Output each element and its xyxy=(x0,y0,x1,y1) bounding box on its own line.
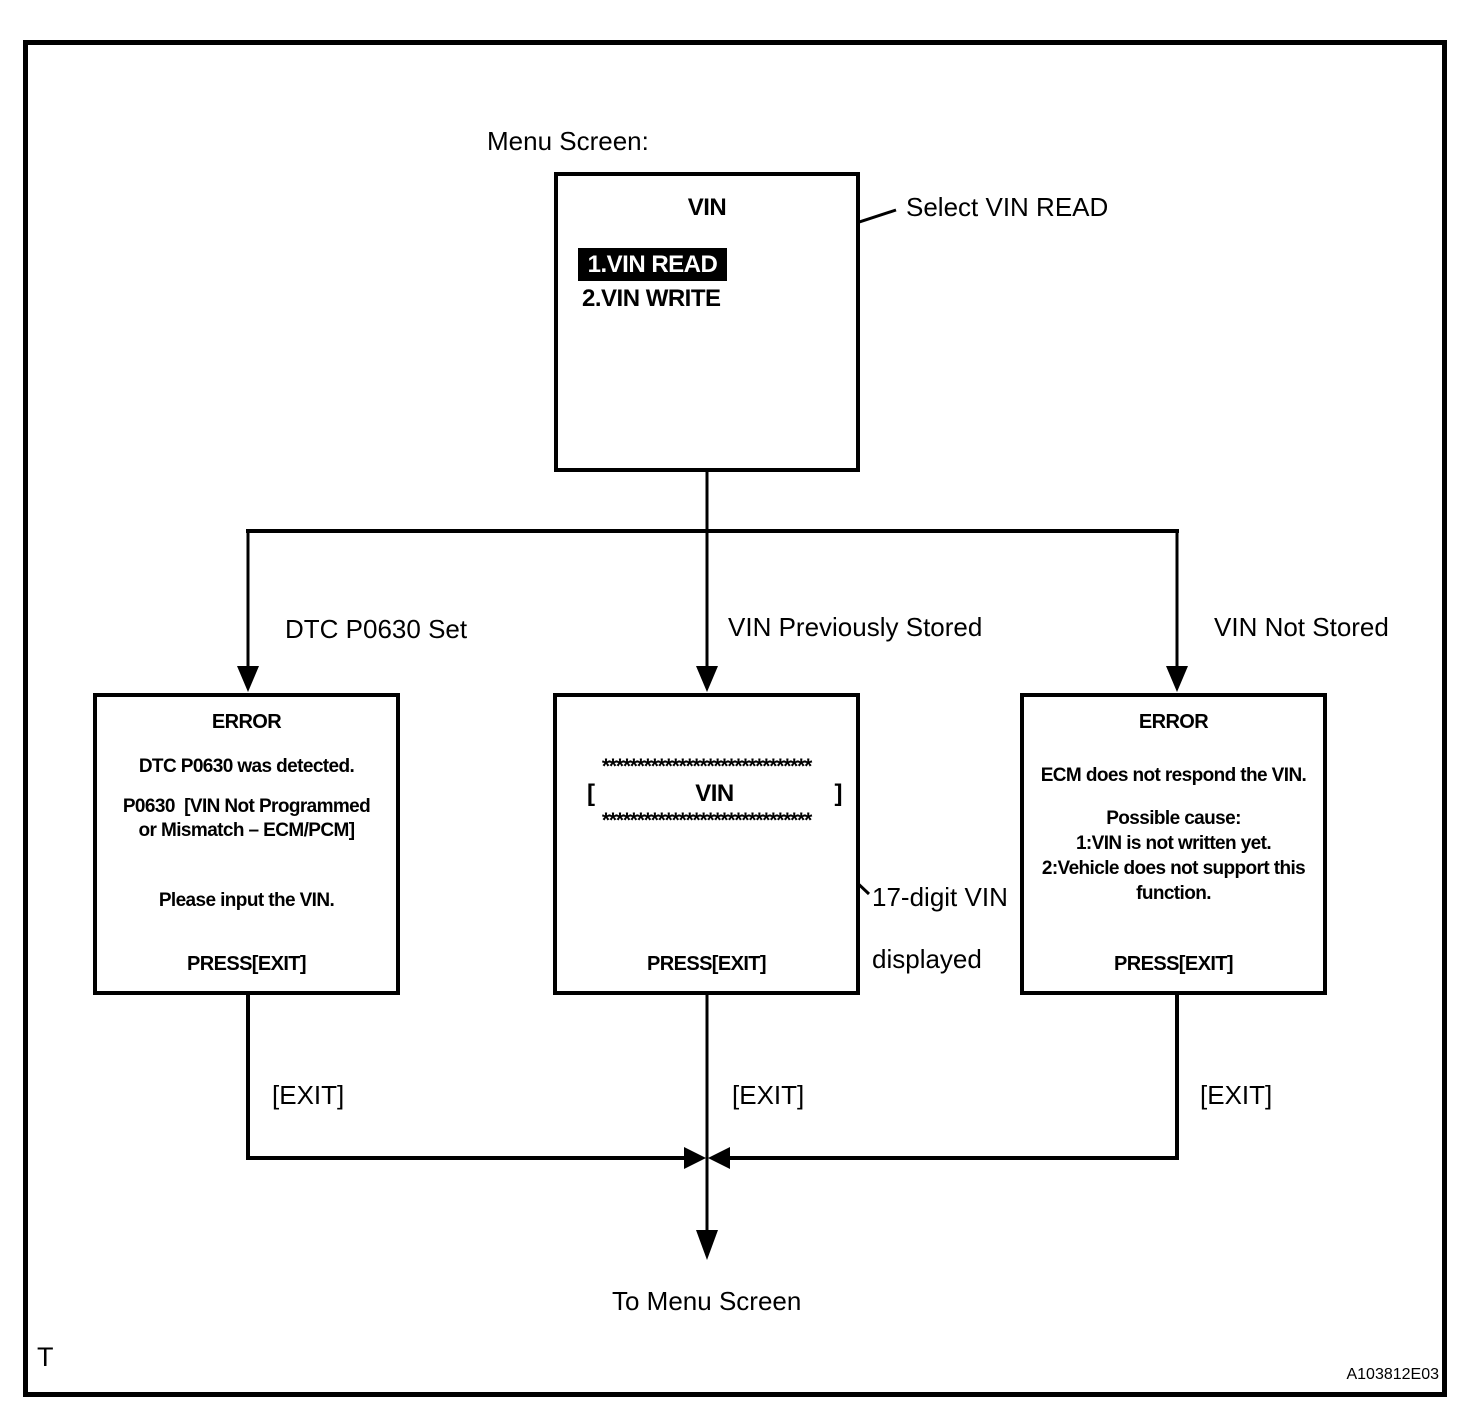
menu-screen-label: Menu Screen: xyxy=(487,126,649,156)
vin-display-screen: ****************************** [ VIN ] *… xyxy=(553,693,860,995)
exit-label-center: [EXIT] xyxy=(732,1080,805,1110)
menu-screen-box: VIN 1.VIN READ 2.VIN WRITE xyxy=(554,172,860,472)
branch-label-dtc-set: DTC P0630 Set xyxy=(285,614,468,644)
error-ecm-press-exit: PRESS[EXIT] xyxy=(1114,953,1234,975)
menu-item-vin-read: 1.VIN READ xyxy=(578,248,727,281)
error-ecm-line1: ECM does not respond the VIN. xyxy=(1040,765,1307,786)
vin-stars-top: ****************************** xyxy=(601,755,812,778)
vin-digits-note: 17-digit VIN displayed xyxy=(872,882,1008,975)
figure-code: A103812E03 xyxy=(1346,1366,1439,1383)
vin-press-exit: PRESS[EXIT] xyxy=(647,953,767,975)
exit-label-right: [EXIT] xyxy=(1200,1080,1273,1110)
error-dtc-screen: ERROR DTC P0630 was detected. P0630 [VIN… xyxy=(93,693,400,995)
error-dtc-title: ERROR xyxy=(211,711,282,733)
error-ecm-line4: 2:Vehicle does not support this xyxy=(1041,858,1306,879)
error-ecm-line2: Possible cause: xyxy=(1106,808,1241,829)
vin-bracket-row: [ VIN ] xyxy=(557,780,856,808)
vin-bracket-close: ] xyxy=(834,780,842,807)
corner-mark: T xyxy=(37,1342,54,1372)
vin-bracket-open: [ xyxy=(587,780,595,807)
vin-display-title: VIN xyxy=(695,780,734,807)
to-menu-screen-label: To Menu Screen xyxy=(612,1286,802,1316)
menu-item-vin-write: 2.VIN WRITE xyxy=(582,285,721,312)
menu-screen-title: VIN xyxy=(687,194,727,221)
error-dtc-line4: Please input the VIN. xyxy=(158,890,335,911)
error-dtc-line3: or Mismatch – ECM/PCM] xyxy=(138,820,355,841)
branch-label-vin-not-stored: VIN Not Stored xyxy=(1214,612,1389,642)
error-dtc-line2: P0630 [VIN Not Programmed xyxy=(122,796,371,817)
error-ecm-line3: 1:VIN is not written yet. xyxy=(1075,833,1272,854)
error-dtc-press-exit: PRESS[EXIT] xyxy=(187,953,307,975)
vin-digits-note-line2: displayed xyxy=(872,944,982,974)
error-ecm-title: ERROR xyxy=(1138,711,1209,733)
error-dtc-line1: DTC P0630 was detected. xyxy=(138,756,355,777)
vin-stars-bottom: ****************************** xyxy=(601,809,812,832)
error-ecm-line5: function. xyxy=(1136,883,1211,904)
branch-label-vin-stored: VIN Previously Stored xyxy=(728,612,983,642)
exit-label-left: [EXIT] xyxy=(272,1080,345,1110)
vin-digits-note-line1: 17-digit VIN xyxy=(872,882,1008,912)
select-vin-read-note: Select VIN READ xyxy=(906,192,1109,222)
error-ecm-screen: ERROR ECM does not respond the VIN. Poss… xyxy=(1020,693,1327,995)
diagram-border xyxy=(23,40,1447,1397)
